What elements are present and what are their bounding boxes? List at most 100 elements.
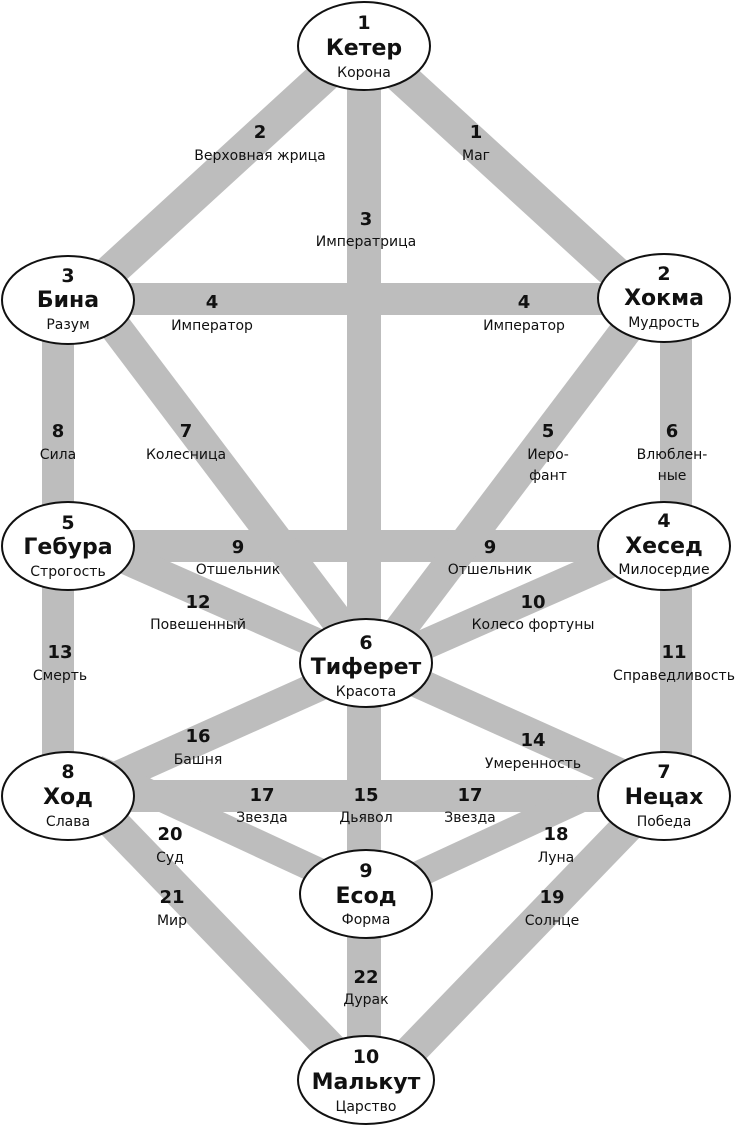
path-label: Сила <box>40 447 76 463</box>
path-label-bina-tiferet: 7 Колесница <box>146 421 226 463</box>
path-label: Император <box>483 318 565 334</box>
sephira-meaning: Милосердие <box>618 562 709 578</box>
path-label-hokma-right: 4 Император <box>483 292 565 334</box>
path-label: Умеренность <box>485 756 581 772</box>
path-number: 9 <box>484 537 497 558</box>
bar-gebura-hesed <box>70 530 670 562</box>
path-label-keter-bina: 2 Верховная жрица <box>194 122 326 164</box>
path-label-hod-left: 17 Звезда <box>236 785 288 826</box>
sephira-hokma: 2 Хокма Мудрость <box>597 253 731 343</box>
path-label: Император <box>171 318 253 334</box>
path-number: 7 <box>180 421 193 442</box>
path-label: Солнце <box>525 913 580 929</box>
path-number: 20 <box>157 824 182 845</box>
path-number: 22 <box>353 967 378 988</box>
bar-tiferet-netsah <box>370 650 654 800</box>
sephira-hesed: 4 Хесед Милосердие <box>597 501 731 591</box>
path-number: 17 <box>457 785 482 806</box>
sephira-malkut: 10 Малькут Царство <box>297 1035 435 1125</box>
sephira-name: Кетер <box>326 36 402 61</box>
bar-netsah-malkut <box>364 788 670 1094</box>
path-label-hesed-netsah: 11 Справедливость <box>613 642 735 684</box>
sephira-netsah: 7 Нецах Победа <box>597 751 731 841</box>
path-label: Башня <box>174 752 223 768</box>
path-label: Звезда <box>444 810 496 826</box>
bar-hesed-tiferet <box>370 532 654 680</box>
path-label: ные <box>658 468 687 484</box>
path-label: Дьявол <box>339 810 392 826</box>
path-number: 12 <box>185 592 210 613</box>
path-label-hesed-tiferet: 10 Колесо фортуны <box>472 592 595 633</box>
sephira-number: 3 <box>61 265 74 287</box>
path-number: 10 <box>520 592 545 613</box>
path-number: 4 <box>206 292 219 313</box>
bar-keter-bina <box>64 42 360 315</box>
path-label: Смерть <box>33 668 87 684</box>
path-label: Колесница <box>146 447 226 463</box>
path-label: фант <box>529 468 567 484</box>
sephira-number: 2 <box>657 263 670 285</box>
path-label: Колесо фортуны <box>472 617 595 633</box>
sephira-name: Бина <box>37 288 99 313</box>
sephira-meaning: Корона <box>337 65 391 81</box>
bar-bina-hokma <box>70 283 670 315</box>
sephira-meaning: Разум <box>46 317 89 333</box>
path-number: 8 <box>52 421 65 442</box>
sephira-number: 4 <box>657 510 670 532</box>
path-number: 2 <box>254 122 267 143</box>
sephira-hod: 8 Ход Слава <box>1 751 135 841</box>
sephira-name: Ход <box>43 785 93 810</box>
sephira-meaning: Красота <box>336 684 396 700</box>
path-label-netsah-malkut: 19 Солнце <box>525 887 580 929</box>
path-label: Повешенный <box>150 617 246 633</box>
bar-bina-tiferet <box>90 304 378 664</box>
path-label-hod-malkut: 21 Мир <box>157 887 187 929</box>
bar-hod-malkut <box>74 788 380 1094</box>
sephira-name: Есод <box>336 884 397 909</box>
sephira-meaning: Победа <box>637 814 692 830</box>
path-number: 19 <box>539 887 564 908</box>
path-label-hokma-tiferet: 5 Иеро- фант <box>527 421 569 484</box>
path-label: Справедливость <box>613 668 735 684</box>
path-number: 18 <box>543 824 568 845</box>
path-label: Суд <box>156 850 184 866</box>
sephira-yesod: 9 Есод Форма <box>299 849 433 939</box>
sephira-number: 5 <box>61 512 74 534</box>
path-label: Иеро- <box>527 447 569 463</box>
path-label: Влюблен- <box>637 447 708 463</box>
path-label: Отшельник <box>196 562 281 578</box>
sephira-bina: 3 Бина Разум <box>1 255 135 345</box>
path-label-netsah-yesod: 18 Луна <box>538 824 575 866</box>
path-number: 3 <box>360 209 373 230</box>
bar-tiferet-hod <box>90 650 374 800</box>
path-label-hod-yesod: 20 Суд <box>156 824 184 866</box>
sephira-number: 10 <box>353 1046 379 1068</box>
path-number: 15 <box>353 785 378 806</box>
path-label-tiferet-netsah: 14 Умеренность <box>485 730 581 772</box>
path-label: Мир <box>157 913 187 929</box>
path-label-tiferet-hod: 16 Башня <box>174 726 223 768</box>
path-label-netsah-right: 17 Звезда <box>444 785 496 826</box>
sephira-meaning: Форма <box>342 912 391 928</box>
path-label-gebura-hod: 13 Смерть <box>33 642 87 684</box>
sephira-name: Тиферет <box>311 655 422 680</box>
path-label: Верховная жрица <box>194 148 326 164</box>
sephira-number: 9 <box>359 860 372 882</box>
sephira-number: 8 <box>61 761 74 783</box>
path-number: 16 <box>185 726 210 747</box>
path-label-tiferet-yesod: 15 Дьявол <box>339 785 392 826</box>
path-number: 4 <box>518 292 531 313</box>
path-number: 1 <box>470 122 483 143</box>
path-label: Луна <box>538 850 575 866</box>
sephira-name: Малькут <box>312 1070 421 1095</box>
sephira-tiferet: 6 Тиферет Красота <box>299 618 433 708</box>
path-label-hesed-right: 9 Отшельник <box>448 537 533 578</box>
path-number: 21 <box>159 887 184 908</box>
bar-hod-yesod <box>90 756 374 906</box>
path-label: Дурак <box>343 992 388 1008</box>
path-label-gebura-tiferet: 12 Повешенный <box>150 592 246 633</box>
path-number: 6 <box>666 421 679 442</box>
sephira-number: 1 <box>357 12 370 34</box>
path-number: 9 <box>232 537 245 558</box>
